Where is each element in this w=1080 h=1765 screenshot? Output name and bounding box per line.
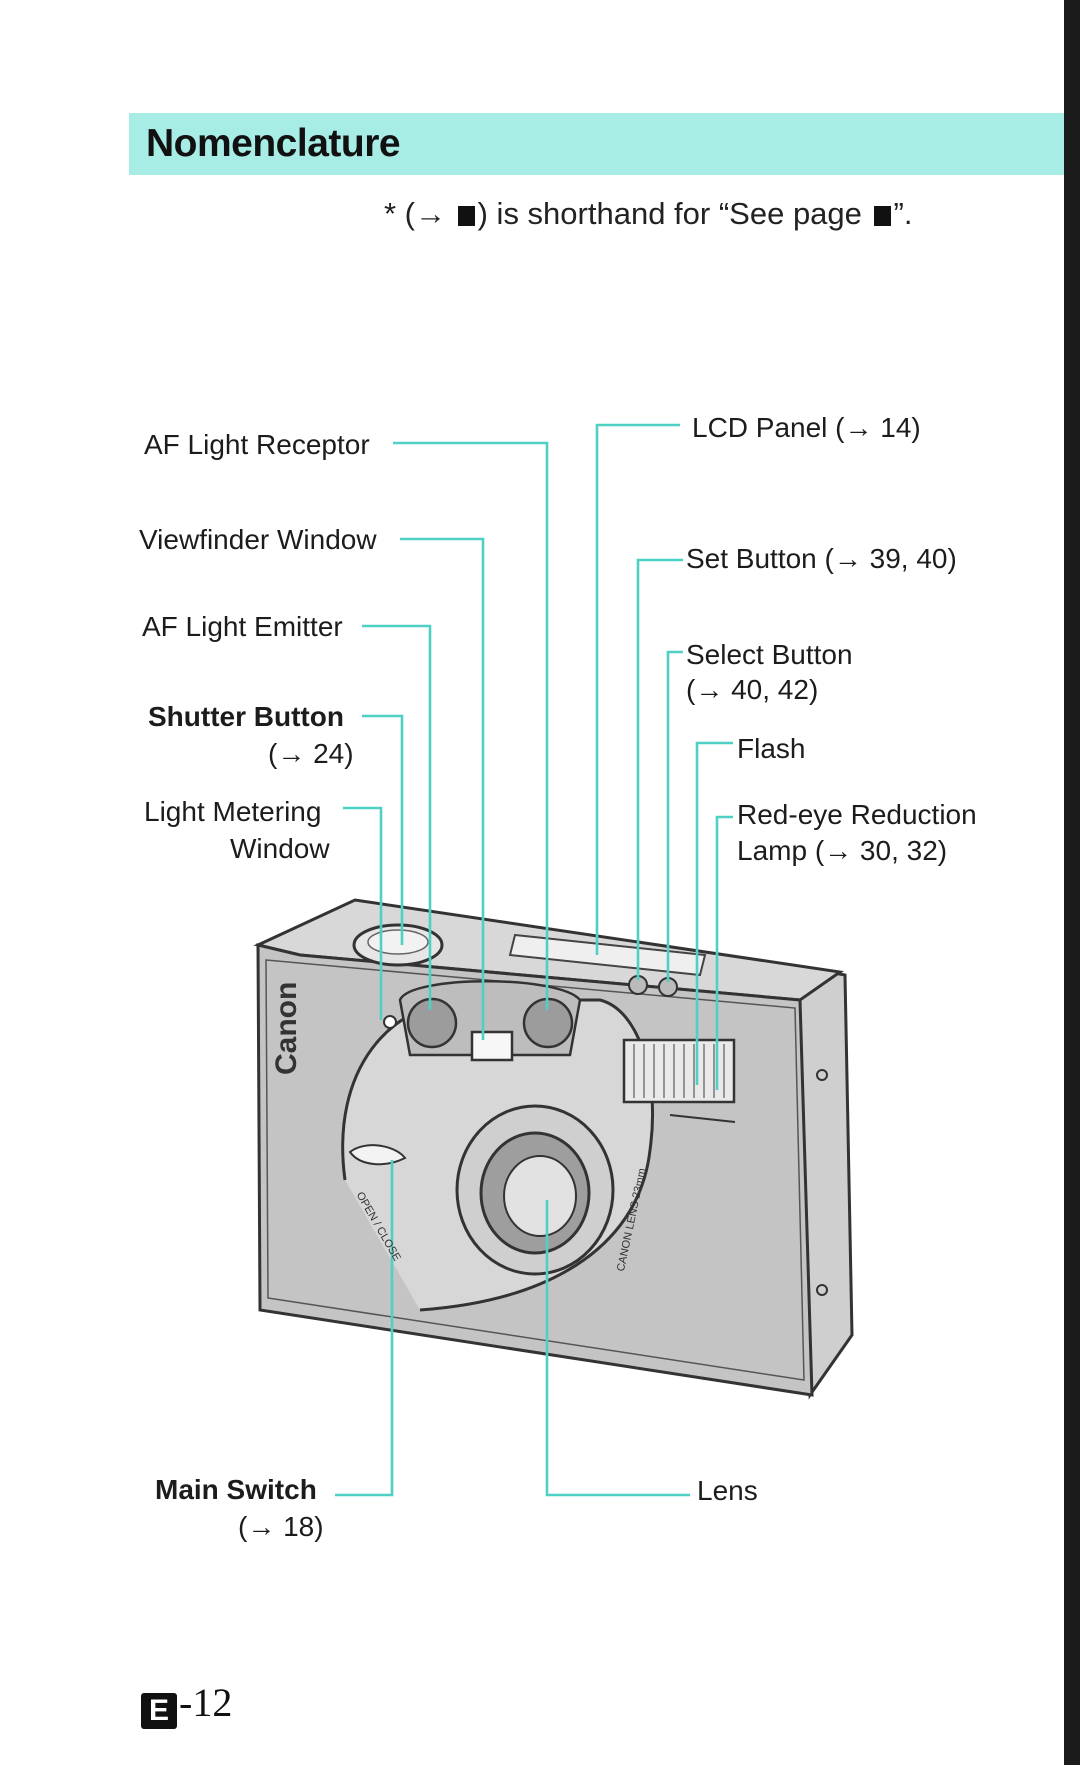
shorthand-note: * (→ ) is shorthand for “See page ”.: [384, 192, 912, 236]
page-marker-icon: [873, 206, 891, 226]
label-lens: Lens: [697, 1475, 758, 1506]
camera-brand: Canon: [270, 981, 303, 1075]
label-select-button-ref: (→ 40, 42): [686, 674, 819, 705]
label-red-eye-reduction-lamp-ref: Lamp (→ 30, 32): [737, 835, 948, 866]
language-badge: E: [141, 1693, 177, 1729]
label-main-switch-ref: (→ 18): [238, 1511, 324, 1542]
label-lcd-panel: LCD Panel (→ 14): [692, 412, 921, 443]
label-shutter-button-ref: (→ 24): [268, 738, 354, 769]
page-number: E-12: [141, 1678, 233, 1729]
shorthand-end: ”.: [893, 196, 913, 231]
page-title: Nomenclature: [146, 122, 401, 165]
page-edge-bar: [1064, 0, 1080, 1765]
label-af-light-receptor: AF Light Receptor: [144, 429, 370, 460]
label-flash: Flash: [737, 733, 806, 764]
label-set-button: Set Button (→ 39, 40): [686, 543, 957, 574]
shorthand-prefix: * (→: [384, 196, 455, 231]
label-light-metering-window: Light Metering: [144, 796, 322, 827]
label-main-switch: Main Switch: [155, 1474, 317, 1505]
label-viewfinder-window: Viewfinder Window: [139, 524, 377, 555]
shorthand-suffix: ) is shorthand for “See page: [477, 196, 871, 231]
page-marker-icon: [457, 206, 475, 226]
page-number-text: -12: [179, 1680, 233, 1725]
label-red-eye-reduction-lamp: Red-eye Reduction: [737, 799, 977, 830]
label-shutter-button: Shutter Button: [148, 701, 344, 732]
label-select-button: Select Button: [686, 639, 853, 670]
title-band: [129, 113, 1064, 175]
label-light-metering-window-line2: Window: [230, 833, 330, 864]
label-af-light-emitter: AF Light Emitter: [142, 611, 343, 642]
